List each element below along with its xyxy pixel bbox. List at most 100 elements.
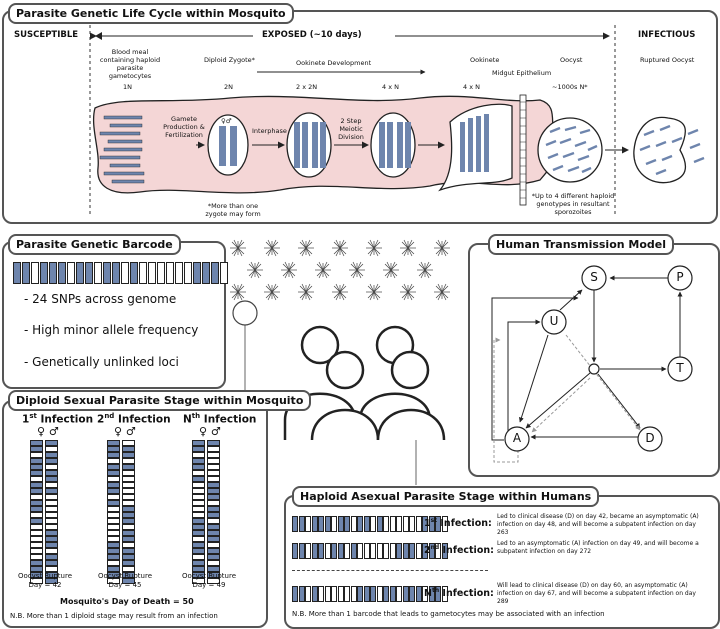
haploid-snp-cell	[305, 586, 311, 602]
mosquito-death-label: Mosquito's Day of Death = 50	[60, 597, 194, 606]
strand-snp-cell	[192, 518, 205, 524]
zygote-note: *More than one zygote may form	[205, 202, 261, 218]
chromosome-strand	[45, 440, 58, 584]
strand-snp-cell	[30, 494, 43, 500]
haploid-snp-cell	[292, 516, 298, 532]
ploidy-4xn-a: 4 x N	[382, 83, 399, 91]
haploid-snp-cell	[389, 543, 396, 559]
strand-snp-cell	[122, 500, 135, 506]
strand-snp-cell	[30, 488, 43, 494]
haploid-snp-cell	[363, 516, 370, 532]
barcode-snp-cell	[175, 262, 183, 284]
haploid-snp-cell	[389, 586, 396, 602]
strand-snp-cell	[45, 464, 58, 470]
node-p: P	[676, 270, 684, 284]
strand-snp-cell	[192, 578, 205, 584]
haploid-snp-cell	[428, 586, 435, 602]
haploid-snp-cell	[311, 516, 318, 532]
life-cycle-title: Parasite Genetic Life Cycle within Mosqu…	[8, 3, 294, 24]
haploid-snp-cell	[402, 516, 409, 532]
haploid-snp-cell	[331, 543, 337, 559]
strand-snp-cell	[45, 554, 58, 560]
strand-snp-cell	[45, 530, 58, 536]
strand-snp-cell	[30, 452, 43, 458]
strand-snp-cell	[207, 560, 220, 566]
haploid-snp-cell	[383, 516, 389, 532]
strand-snp-cell	[45, 470, 58, 476]
strand-snp-cell	[107, 494, 120, 500]
strand-snp-cell	[122, 440, 135, 446]
strand-snp-cell	[30, 458, 43, 464]
strand-snp-cell	[107, 530, 120, 536]
barcode-snp-cell	[40, 262, 48, 284]
strand-snp-cell	[192, 566, 205, 572]
strand-snp-cell	[107, 542, 120, 548]
strand-snp-cell	[207, 566, 220, 572]
haploid-snp-cell	[383, 586, 389, 602]
barcode-snp-cell	[22, 262, 30, 284]
strand-snp-cell	[107, 560, 120, 566]
ploidy-oocyst: ~1000s N*	[552, 83, 588, 91]
strand-snp-cell	[192, 494, 205, 500]
barcode-snp-cell	[166, 262, 174, 284]
sex-symbols-n: ♀ ♂	[199, 425, 221, 438]
haploid-snp-cell	[298, 516, 305, 532]
mosquito-icon	[315, 261, 331, 279]
strand-snp-cell	[30, 554, 43, 560]
diploid-note: N.B. More than 1 diploid stage may resul…	[10, 612, 218, 620]
diploid-title: Diploid Sexual Parasite Stage within Mos…	[8, 390, 312, 411]
strand-snp-cell	[122, 554, 135, 560]
node-d: D	[645, 431, 655, 445]
haploid-snp-cell	[428, 516, 435, 532]
strand-snp-cell	[45, 524, 58, 530]
strand-snp-cell	[192, 560, 205, 566]
barcode-snp-cell	[94, 262, 102, 284]
mosquito-icon	[417, 261, 433, 279]
haploid-1-desc: Led to clinical disease (D) on day 42, b…	[497, 513, 699, 536]
strand-snp-cell	[192, 500, 205, 506]
stage-zygote-label: Diploid Zygote*	[204, 56, 255, 64]
haploid-2-label: 2nd Infection:	[424, 544, 494, 557]
strand-snp-cell	[207, 524, 220, 530]
mosquito-icon	[298, 283, 314, 301]
mosquito-icon	[434, 239, 450, 257]
strand-snp-cell	[107, 536, 120, 542]
haploid-snp-cell	[370, 516, 376, 532]
strand-snp-cell	[45, 566, 58, 572]
strand-snp-cell	[122, 506, 135, 512]
haploid-snp-cell	[415, 543, 422, 559]
barcode-title: Parasite Genetic Barcode	[8, 234, 181, 255]
strand-snp-cell	[30, 548, 43, 554]
haploid-snp-cell	[337, 586, 344, 602]
strand-snp-cell	[30, 518, 43, 524]
strand-snp-cell	[192, 452, 205, 458]
haploid-snp-cell	[396, 516, 402, 532]
haploid-snp-cell	[357, 586, 363, 602]
strand-snp-cell	[30, 560, 43, 566]
strand-snp-cell	[45, 458, 58, 464]
ploidy-2n: 2N	[224, 83, 233, 91]
strand-snp-cell	[192, 536, 205, 542]
strand-snp-cell	[207, 578, 220, 584]
mosquito-icon	[400, 283, 416, 301]
haploid-snp-cell	[370, 543, 376, 559]
haploid-panel	[284, 495, 720, 629]
strand-snp-cell	[122, 560, 135, 566]
haploid-snp-cell	[298, 586, 305, 602]
haploid-snp-cell	[331, 586, 337, 602]
strand-snp-cell	[192, 548, 205, 554]
strand-snp-cell	[107, 506, 120, 512]
haploid-snp-cell	[409, 516, 415, 532]
strand-snp-cell	[207, 536, 220, 542]
haploid-barcode-2	[292, 543, 448, 559]
strand-snp-cell	[192, 572, 205, 578]
chromosome-strand	[192, 440, 205, 584]
diploid-barcode-2	[107, 440, 135, 584]
barcode-snp-cell	[184, 262, 192, 284]
strand-snp-cell	[122, 572, 135, 578]
infectious-label: INFECTIOUS	[638, 30, 696, 40]
strand-snp-cell	[207, 470, 220, 476]
haploid-barcode-n	[292, 586, 448, 602]
